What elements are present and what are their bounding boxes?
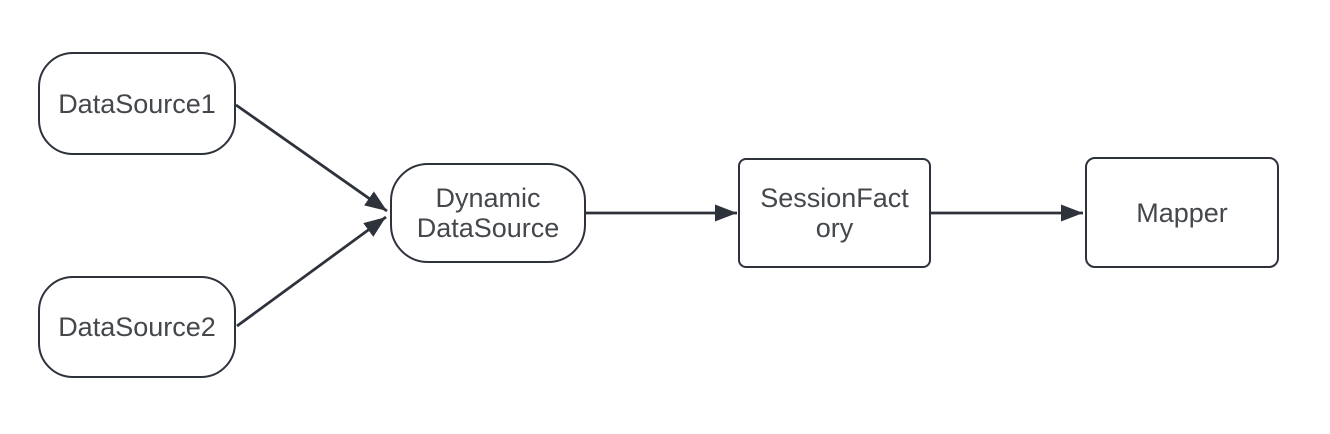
node-datasource1: DataSource1 — [38, 52, 236, 155]
node-sessionfactory: SessionFact ory — [738, 158, 931, 268]
node-sessionfactory-label: SessionFact ory — [760, 183, 909, 243]
node-dynamic-datasource-label: Dynamic DataSource — [416, 183, 560, 243]
node-mapper-label: Mapper — [1136, 197, 1228, 228]
arrow-datasource1-to-dynamic-datasource — [235, 103, 388, 213]
node-mapper: Mapper — [1085, 157, 1279, 268]
node-datasource2: DataSource2 — [38, 276, 236, 378]
node-datasource2-label: DataSource2 — [58, 312, 216, 342]
node-datasource1-label: DataSource1 — [58, 88, 216, 119]
arrow-datasource2-to-dynamic-datasource — [236, 215, 387, 328]
node-dynamic-datasource: Dynamic DataSource — [390, 163, 586, 263]
